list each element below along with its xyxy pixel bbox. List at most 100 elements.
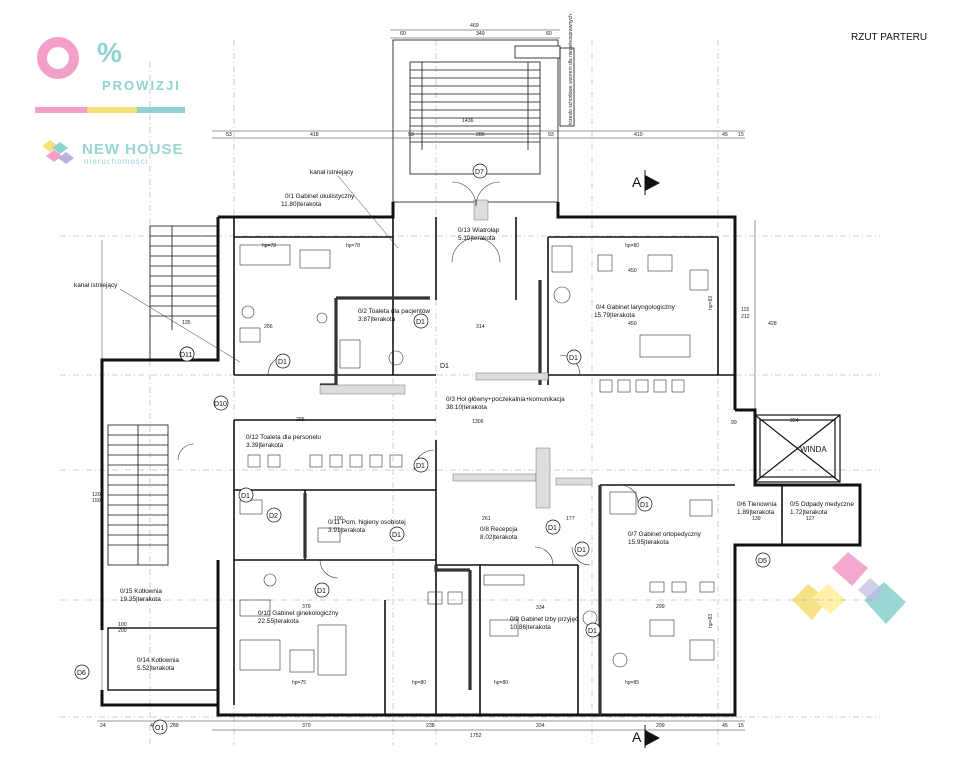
svg-text:D1: D1 <box>588 628 597 635</box>
door-swings <box>177 181 639 579</box>
door-tag-labels: D1 D1 D1 D1 D1 D1 D1 D1 D1 D1 D1 D1 D2 D… <box>77 169 767 732</box>
interior-walls <box>233 217 783 715</box>
svg-text:8.02|terakota: 8.02|terakota <box>480 534 518 541</box>
svg-text:D1: D1 <box>640 502 649 509</box>
svg-text:hp=83: hp=83 <box>708 614 714 628</box>
svg-text:hp=83: hp=83 <box>708 296 714 310</box>
svg-text:3.39|terakota: 3.39|terakota <box>246 442 284 449</box>
stripe-pink <box>35 107 87 113</box>
dim-stair-1436: 1436 <box>462 118 474 124</box>
svg-text:0/4 Gabinet laryngologiczny: 0/4 Gabinet laryngologiczny <box>596 304 676 311</box>
room-0-4: 0/4 Gabinet laryngologiczny 15.79|terako… <box>594 304 676 319</box>
new-house-logo: NEW HOUSE nieruchomości <box>42 140 183 166</box>
svg-text:0/9 Gabinet izby przyjęć: 0/9 Gabinet izby przyjęć <box>510 616 579 623</box>
stair-left <box>149 225 219 361</box>
dim-misc-177: 177 <box>566 516 575 522</box>
dim-mid-1306: 1306 <box>472 419 484 425</box>
svg-text:0/1 Gabinet okulistyczny: 0/1 Gabinet okulistyczny <box>285 193 355 200</box>
svg-text:0/3 Hol główny+poczekalnia+kom: 0/3 Hol główny+poczekalnia+komunikacja <box>446 396 565 403</box>
svg-text:hp=85: hp=85 <box>625 680 639 686</box>
boiler-room-box <box>107 627 219 691</box>
dimension-texts: 469 60 349 60 1436 53 418 93 286 93 410 … <box>92 23 815 739</box>
svg-text:1.89|terakota: 1.89|terakota <box>737 509 775 516</box>
dim-mid-299: 299 <box>656 604 665 610</box>
svg-text:D1: D1 <box>317 588 326 595</box>
entrance-stairs <box>392 39 575 203</box>
room-0-11: 0/11 Pom. higieny osobistej 3.91|terakot… <box>328 519 406 534</box>
svg-text:22.55|terakota: 22.55|terakota <box>258 618 299 625</box>
dim-misc-200: 200 <box>118 628 127 634</box>
svg-text:D11: D11 <box>180 352 192 359</box>
dim-mid-334: 334 <box>536 605 545 611</box>
dim-mid-261: 261 <box>482 516 491 522</box>
dim-misc-120: 120 <box>92 492 101 498</box>
canal-note-2: kanał istniejący <box>74 282 118 289</box>
svg-text:hp=78: hp=78 <box>346 243 360 249</box>
svg-text:hp=75: hp=75 <box>292 680 306 686</box>
dim-misc-212: 212 <box>741 314 750 320</box>
cubes-icon <box>42 140 74 164</box>
room-0-6: 0/6 Tlenownia 1.89|terakota <box>737 501 777 516</box>
room-labels: 0/1 Gabinet okulistyczny 11.80|terakota … <box>120 193 854 672</box>
dim-bot-24: 24 <box>100 723 106 729</box>
svg-text:0/15 Kotłownia: 0/15 Kotłownia <box>120 588 162 595</box>
dim-row-410: 410 <box>634 132 643 138</box>
room-0-10: 0/10 Gabinet ginekologiczny 22.55|terako… <box>258 610 339 625</box>
dim-misc-150: 150 <box>92 498 101 504</box>
svg-text:0/8 Recepcja: 0/8 Recepcja <box>480 526 518 533</box>
svg-text:15.79|terakota: 15.79|terakota <box>594 312 635 319</box>
svg-text:D1: D1 <box>392 532 401 539</box>
svg-text:5.10|terakota: 5.10|terakota <box>458 235 496 242</box>
dim-misc-428: 428 <box>768 321 777 327</box>
svg-text:D1: D1 <box>440 363 449 370</box>
svg-text:1.72|terakota: 1.72|terakota <box>790 509 828 516</box>
hatched-partitions <box>319 199 593 509</box>
svg-text:D1: D1 <box>278 359 287 366</box>
room-0-1: 0/1 Gabinet okulistyczny 11.80|terakota <box>281 193 355 208</box>
room-0-3: 0/3 Hol główny+poczekalnia+komunikacja 3… <box>446 396 565 411</box>
svg-text:3.87|terakota: 3.87|terakota <box>358 316 396 323</box>
dim-mid-314: 314 <box>476 324 485 330</box>
svg-text:D1: D1 <box>548 525 557 532</box>
svg-text:0/6 Tlenownia: 0/6 Tlenownia <box>737 501 777 508</box>
elevator-label: WINDA <box>800 445 827 454</box>
dim-row-53: 53 <box>226 132 232 138</box>
furniture <box>239 244 715 676</box>
prowizji-logo: % PROWIZJI <box>35 37 185 113</box>
svg-text:38.10|terakota: 38.10|terakota <box>446 404 487 411</box>
dim-row-93b: 93 <box>548 132 554 138</box>
svg-text:0/11 Pom. higieny osobistej: 0/11 Pom. higieny osobistej <box>328 519 406 526</box>
svg-text:D1: D1 <box>569 355 578 362</box>
section-a-top: A <box>632 174 642 190</box>
dim-row-418: 418 <box>310 132 319 138</box>
room-0-7: 0/7 Gabinet ortopedyczny 15.95|terakota <box>628 531 702 546</box>
door-tags <box>74 163 771 735</box>
svg-text:3.91|terakota: 3.91|terakota <box>328 527 366 534</box>
svg-text:D1: D1 <box>416 463 425 470</box>
svg-text:0/12 Toaleta dla personelu: 0/12 Toaleta dla personelu <box>246 434 321 441</box>
svg-text:0/2 Toaleta dla pacjentów: 0/2 Toaleta dla pacjentów <box>358 308 430 315</box>
svg-text:D2: D2 <box>269 513 278 520</box>
percent-sign: % <box>97 37 122 68</box>
svg-text:10.86|terakota: 10.86|terakota <box>510 624 551 631</box>
room-0-8: 0/8 Recepcja 8.02|terakota <box>480 526 518 541</box>
dim-bot-45b: 45 <box>722 723 728 729</box>
dim-bot-299: 299 <box>656 723 665 729</box>
window-tags: hp=78 hp=78 hp=80 hp=75 hp=80 hp=80 hp=8… <box>262 243 714 686</box>
room-0-13: 0/13 Wiatrołap 5.10|terakota <box>458 227 500 242</box>
svg-text:19.35|terakota: 19.35|terakota <box>120 596 161 603</box>
dim-mid-450a: 450 <box>628 268 637 274</box>
section-marker-top: A <box>632 170 660 195</box>
room-0-14: 0/14 Kotłownia 5.52|terakota <box>137 657 179 672</box>
svg-text:D1: D1 <box>416 319 425 326</box>
dim-top-469: 469 <box>470 23 479 29</box>
room-0-9: 0/9 Gabinet izby przyjęć 10.86|terakota <box>510 616 579 631</box>
canal-note-1: kanał istniejący <box>310 169 354 176</box>
svg-text:O1: O1 <box>155 725 164 732</box>
dim-top-60a: 60 <box>400 31 406 37</box>
svg-text:5.52|terakota: 5.52|terakota <box>137 665 175 672</box>
drawing-title: RZUT PARTERU <box>851 32 927 43</box>
company-sub: nieruchomości <box>84 157 149 166</box>
svg-text:11.80|terakota: 11.80|terakota <box>281 201 322 208</box>
